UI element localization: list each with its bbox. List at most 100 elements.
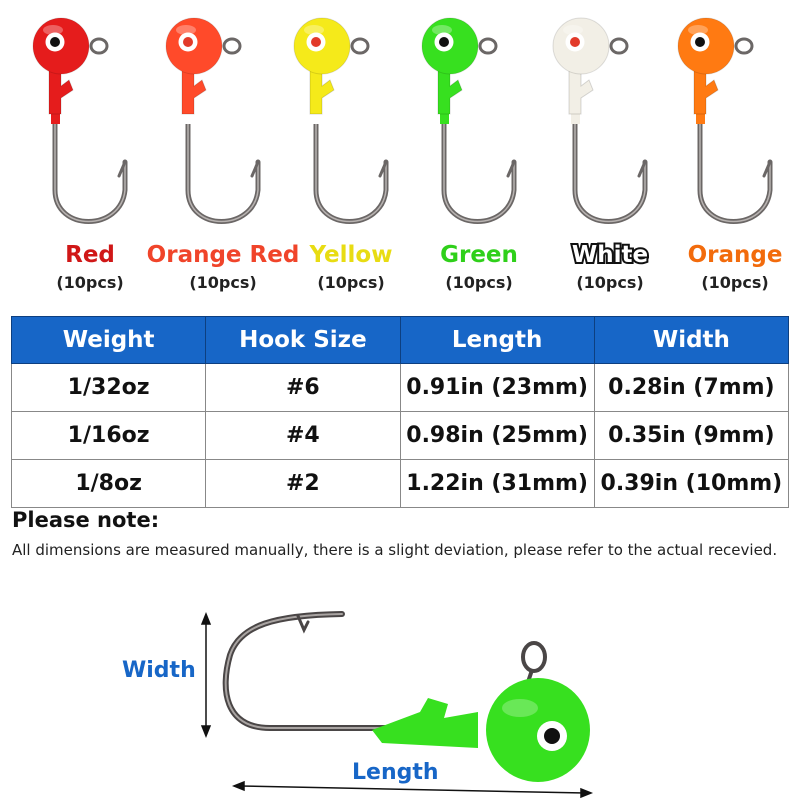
hook-shank [572, 115, 648, 224]
jig-variant: Orange Red (10pcs) [147, 0, 299, 300]
column-header: Hook Size [205, 316, 401, 364]
diagram-drawing [200, 611, 594, 799]
jig-head-image [421, 17, 517, 224]
table-row: 1/16oz #4 0.98in (25mm) 0.35in (9mm) [10, 411, 790, 460]
collar-band [571, 112, 580, 124]
hook-highlight [574, 117, 646, 223]
table-cell: 1/16oz [10, 411, 207, 460]
variant-quantity: (10pcs) [576, 273, 644, 292]
variant-color-name: Orange Red [146, 242, 300, 268]
hook-highlight [187, 117, 259, 223]
table-cell: 0.98in (25mm) [399, 411, 595, 460]
hook-shank [52, 115, 128, 224]
dimension-diagram: Width Length [0, 600, 800, 800]
jig-head-image [32, 17, 128, 224]
collar-band [184, 112, 193, 124]
collar-band [440, 112, 449, 124]
jig-variants: Red (10pcs) Orange Red (10pcs) Yellow (1… [0, 0, 800, 300]
hook-highlight [315, 117, 387, 223]
jig-variant: Yellow (10pcs) [286, 0, 416, 300]
eye-pupil [695, 37, 705, 47]
note-title: Please note: [12, 508, 160, 532]
eye-pupil [570, 37, 580, 47]
jig-head-image [293, 17, 389, 224]
length-arrow [231, 780, 594, 799]
table-cell: 0.28in (7mm) [593, 363, 790, 412]
head-shine [304, 25, 324, 35]
spec-table: Weight Hook Size Length Width 1/32oz #6 … [10, 316, 790, 508]
eye-pupil [311, 37, 321, 47]
hook-highlight [54, 117, 126, 223]
hook-barb [378, 160, 388, 178]
hook-shank [441, 115, 517, 224]
jig-variant: White (10pcs) [545, 0, 675, 300]
table-cell: #6 [205, 363, 401, 412]
eye-pupil [544, 728, 560, 744]
collar-band [696, 112, 705, 124]
hook-highlight [699, 117, 771, 223]
table-row: 1/32oz #6 0.91in (23mm) 0.28in (7mm) [10, 363, 790, 412]
head-shine [43, 25, 63, 35]
hook-barb [250, 160, 260, 178]
table-cell: 0.35in (9mm) [593, 411, 790, 460]
hook-shank [697, 115, 773, 224]
hook-barb [637, 160, 647, 178]
eye-pupil [50, 37, 60, 47]
jig-head-image [677, 17, 773, 224]
variant-quantity: (10pcs) [56, 273, 124, 292]
column-header: Weight [10, 316, 207, 364]
jig-head [486, 678, 590, 782]
variant-color-name: Green [440, 242, 518, 268]
variant-quantity: (10pcs) [317, 273, 385, 292]
width-arrow [200, 611, 212, 739]
head-shine [432, 25, 452, 35]
table-cell: #4 [205, 411, 401, 460]
table-cell: #2 [205, 459, 401, 508]
hook-barb [762, 160, 772, 178]
line-tie-ring [521, 641, 547, 673]
variant-color-name: Orange [687, 242, 783, 268]
variant-quantity: (10pcs) [189, 273, 257, 292]
eye-pupil [439, 37, 449, 47]
table-cell: 0.91in (23mm) [399, 363, 595, 412]
hook-shape [222, 611, 423, 731]
line-tie-ring [734, 37, 754, 55]
jig-variant: Green (10pcs) [414, 0, 544, 300]
jig-variant: Orange (10pcs) [670, 0, 800, 300]
table-header-row: Weight Hook Size Length Width [10, 316, 790, 364]
hook-shank [185, 115, 261, 224]
eye-pupil [183, 37, 193, 47]
jig-head-image [552, 17, 648, 224]
line-tie-ring [609, 37, 629, 55]
variant-color-name: Red [65, 242, 115, 268]
line-tie-ring [89, 37, 109, 55]
line-tie-ring [350, 37, 370, 55]
hook-barb [117, 160, 127, 178]
column-header: Length [399, 316, 595, 364]
collar-band [312, 112, 321, 124]
jig-collar [372, 698, 478, 748]
collar-band [51, 112, 60, 124]
variant-color-name: White [570, 240, 650, 270]
table-cell: 0.39in (10mm) [593, 459, 790, 508]
variant-color-name: Yellow [309, 242, 393, 268]
head-shine [688, 25, 708, 35]
length-label: Length [352, 760, 439, 785]
note-text: All dimensions are measured manually, th… [12, 541, 778, 559]
hook-highlight [443, 117, 515, 223]
line-tie-ring [478, 37, 498, 55]
hook-shank [313, 115, 389, 224]
table-cell: 1/8oz [10, 459, 207, 508]
width-label: Width [122, 658, 196, 683]
table-cell: 1.22in (31mm) [399, 459, 595, 508]
column-header: Width [593, 316, 790, 364]
table-cell: 1/32oz [10, 363, 207, 412]
head-shine [176, 25, 196, 35]
jig-variant: Red (10pcs) [25, 0, 155, 300]
jig-head-image [165, 17, 261, 224]
head-shine [563, 25, 583, 35]
line-tie-ring [222, 37, 242, 55]
variant-quantity: (10pcs) [445, 273, 513, 292]
hook-barb [506, 160, 516, 178]
table-row: 1/8oz #2 1.22in (31mm) 0.39in (10mm) [10, 459, 790, 508]
